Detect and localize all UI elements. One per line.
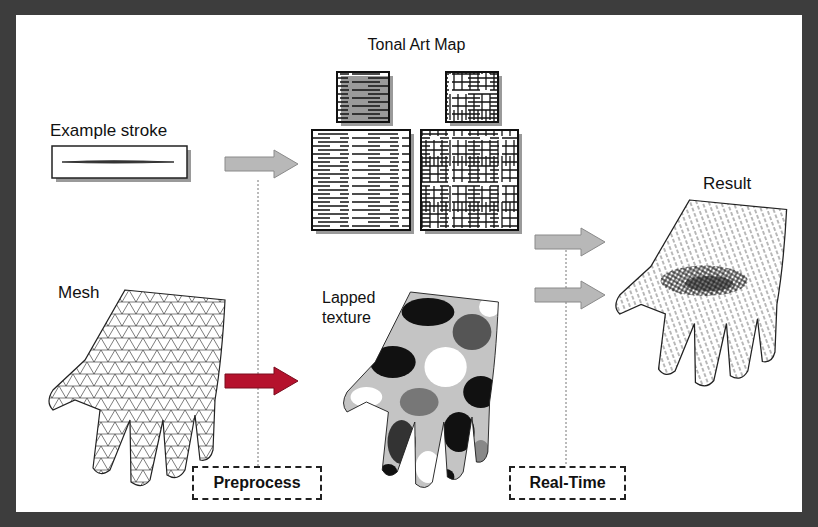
block-arrow [225,367,298,395]
stage-box: Preprocess [192,466,322,500]
figure-group: Lapped texture [298,284,535,480]
leader-line [258,180,259,466]
mesh-hand [45,290,235,495]
dark-tile-h [446,72,498,122]
figure-group: Result [605,170,795,390]
result-hand [612,200,796,395]
figure-group: Tonal Art Map [298,30,535,250]
figure-label: Mesh [58,282,100,303]
stage-box: Real-Time [509,466,626,500]
light-tile [337,72,389,122]
tile-ground [446,72,498,122]
example-stroke [62,161,174,163]
figure-label: Tonal Art Map [298,35,535,55]
stage-label: Real-Time [529,473,605,493]
figure-group: Example stroke [45,118,225,184]
block-arrow [535,281,605,309]
tonal-art-map [312,72,522,234]
block-arrow [535,228,605,256]
stage-label: Preprocess [213,473,300,493]
dark-tile-h [421,130,518,230]
figure-label: Lapped texture [322,288,388,328]
dark-tile [446,72,498,122]
figure-group: Mesh [30,276,225,472]
light-tile [312,130,410,230]
leader-line [566,238,567,466]
figure-label: Example stroke [50,120,167,141]
stroke-box [52,146,187,178]
tile-ground [421,130,518,230]
block-arrow [225,150,298,178]
dark-tile [421,130,518,230]
tile-ground [312,130,410,230]
white-panel [16,15,802,512]
figure-label: Result [703,173,751,194]
